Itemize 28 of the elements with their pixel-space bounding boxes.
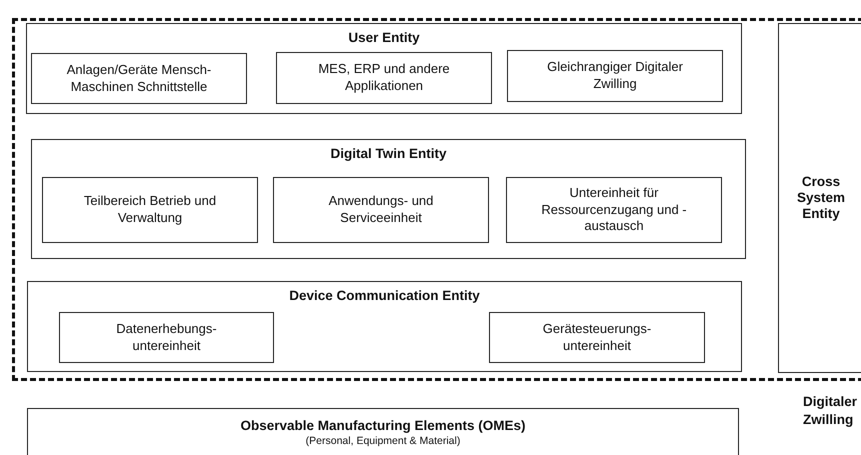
process-box	[489, 312, 705, 363]
box-heading: Observable Manufacturing Elements (OMEs)	[240, 418, 526, 434]
process-box	[273, 177, 489, 243]
box-label: Teilbereich Betrieb und Verwaltung	[82, 193, 218, 227]
process-box	[59, 312, 274, 363]
process-box	[31, 53, 247, 104]
process-box	[276, 52, 492, 104]
boundary-label: Digitaler Zwilling	[803, 393, 858, 428]
box-heading: Cross System Entity	[796, 174, 846, 222]
box-label: Gerätesteuerungs- untereinheit	[542, 320, 652, 354]
box-label: MES, ERP und andere Applikationen	[317, 61, 451, 95]
box-label: Gleichrangiger Digitaler Zwilling	[546, 59, 684, 93]
group-box	[27, 408, 739, 455]
box-heading: Device Communication Entity	[289, 288, 480, 304]
box-label: Anwendungs- und Serviceeinheit	[328, 193, 434, 227]
box-heading: User Entity	[348, 30, 420, 46]
group-box	[27, 281, 742, 372]
box-label: Anlagen/Geräte Mensch-Maschinen Schnittstelle	[66, 62, 212, 96]
process-box	[506, 177, 722, 243]
group-box	[31, 139, 746, 259]
process-box	[507, 50, 723, 102]
box-subtitle: (Personal, Equipment & Material)	[306, 435, 460, 448]
process-box	[42, 177, 258, 243]
box-label: Datenerhebungs- untereinheit	[115, 320, 218, 354]
box-label: Untereinheit für Ressourcenzugang und - austausch	[540, 184, 688, 236]
box-heading: Digital Twin Entity	[330, 146, 446, 162]
group-box	[26, 23, 742, 114]
side-box	[778, 23, 861, 373]
